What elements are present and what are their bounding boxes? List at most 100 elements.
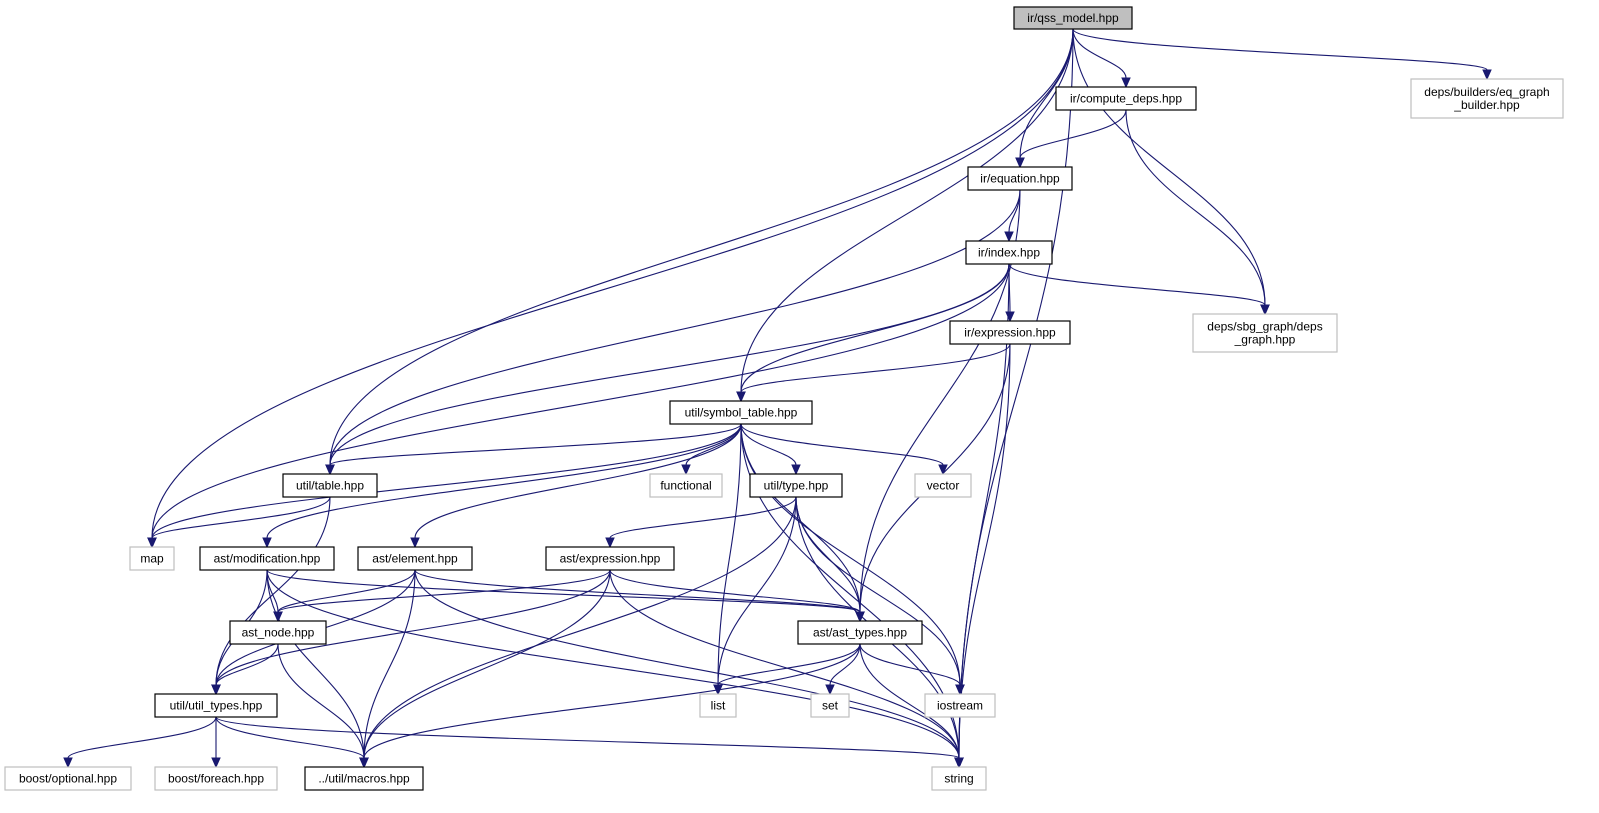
edge-root-to-symbol_table: [736, 28, 1074, 403]
arrow-head: [825, 684, 835, 696]
edge-line: [151, 28, 1074, 539]
node-label: ast/ast_types.hpp: [813, 626, 907, 640]
node-label: functional: [660, 479, 711, 493]
node-box: [154, 766, 278, 791]
node-box: [357, 546, 473, 571]
node-map: map: [129, 546, 175, 571]
edge-symbol_table-to-functional: [681, 423, 742, 476]
edge-line: [1072, 28, 1127, 79]
edge-line: [1008, 263, 1266, 306]
arrow-head: [791, 464, 801, 476]
edge-util_types-to-string: [215, 716, 964, 769]
node-boost-foreach: boost/foreach.hpp: [154, 766, 278, 791]
edge-line: [1019, 109, 1127, 159]
node-compute-deps[interactable]: ir/compute_deps.hpp: [1055, 86, 1197, 111]
node-box: [924, 693, 996, 718]
edge-ast_node-to-macros: [277, 643, 369, 769]
node-deps-graph: deps/sbg_graph/deps_graph.hpp: [1192, 313, 1338, 353]
node-ast-expression[interactable]: ast/expression.hpp: [545, 546, 675, 571]
node-ir-expression[interactable]: ir/expression.hpp: [949, 320, 1071, 345]
edge-util_types-to-macros: [215, 716, 369, 769]
arrow-head: [63, 757, 73, 769]
node-ast-types[interactable]: ast/ast_types.hpp: [797, 620, 923, 645]
edge-line: [363, 569, 416, 759]
arrow-head: [325, 464, 335, 476]
edge-line: [329, 423, 742, 466]
arrow-head: [605, 537, 615, 549]
edge-line: [277, 569, 416, 613]
node-box: [1055, 86, 1197, 111]
arrow-head: [211, 684, 221, 696]
edge-root-to-deps_graph: [1072, 28, 1270, 316]
edge-ast_types-to-set: [825, 643, 861, 696]
edge-line: [609, 569, 960, 759]
edge-line: [151, 496, 331, 539]
arrow-head: [681, 464, 691, 476]
edge-line: [609, 569, 861, 613]
node-label: ../util/macros.hpp: [318, 772, 410, 786]
node-eq-graph-builder: deps/builders/eq_graph_builder.hpp: [1410, 78, 1564, 119]
arrow-head: [1260, 304, 1270, 316]
edge-type-to-ast_expression: [605, 496, 797, 549]
edge-root-to-compute_deps: [1072, 28, 1131, 89]
nodes-layer: ir/qss_model.hpp ir/compute_deps.hpp deps/…: [4, 6, 1564, 791]
node-box: [1013, 6, 1133, 30]
node-table[interactable]: util/table.hpp: [282, 473, 378, 498]
node-macros[interactable]: ../util/macros.hpp: [304, 766, 424, 791]
edge-line: [685, 423, 742, 466]
edge-line: [1072, 28, 1488, 71]
node-label: deps/builders/eq_graph: [1424, 85, 1549, 99]
node-symbol-table[interactable]: util/symbol_table.hpp: [669, 400, 813, 425]
edges-layer: [63, 28, 1492, 769]
edge-line: [363, 643, 861, 759]
arrow-head: [855, 611, 865, 623]
node-type[interactable]: util/type.hpp: [749, 473, 843, 498]
node-equation[interactable]: ir/equation.hpp: [967, 166, 1073, 191]
node-label: ast_node.hpp: [242, 626, 315, 640]
edge-line: [151, 423, 742, 539]
edge-root-to-eq_graph_builder: [1072, 28, 1492, 81]
node-ast-node[interactable]: ast_node.hpp: [229, 620, 327, 645]
edge-line: [414, 569, 960, 759]
edge-symbol_table-to-iostream: [740, 423, 965, 696]
edge-line: [795, 496, 961, 686]
edge-type-to-ast_types: [795, 496, 865, 623]
edge-line: [215, 496, 331, 686]
node-label: ast/modification.hpp: [214, 552, 321, 566]
edge-root-to-string: [954, 28, 1074, 769]
node-label: deps/sbg_graph/deps: [1207, 320, 1322, 334]
node-root[interactable]: ir/qss_model.hpp: [1013, 6, 1133, 30]
node-functional: functional: [649, 473, 723, 498]
edge-element-to-ast_node: [273, 569, 416, 623]
edge-ir_expression-to-symbol_table: [736, 343, 1011, 403]
edge-line: [414, 569, 861, 613]
edge-ast_node-to-util_types: [211, 643, 279, 696]
edge-symbol_table-to-element: [410, 423, 742, 549]
node-util-types[interactable]: util/util_types.hpp: [154, 693, 278, 718]
node-label: _builder.hpp: [1453, 98, 1520, 112]
node-index[interactable]: ir/index.hpp: [965, 240, 1053, 265]
node-label: util/symbol_table.hpp: [685, 406, 798, 420]
edge-symbol_table-to-vector: [740, 423, 948, 476]
arrow-head: [359, 757, 369, 769]
node-label: boost/foreach.hpp: [168, 772, 264, 786]
node-box: [649, 473, 723, 498]
node-box: [199, 546, 335, 571]
edge-type-to-iostream: [795, 496, 965, 696]
node-box: [914, 473, 972, 498]
edge-element-to-ast_types: [414, 569, 865, 623]
node-label: vector: [927, 479, 960, 493]
node-element[interactable]: ast/element.hpp: [357, 546, 473, 571]
edge-type-to-macros: [359, 496, 797, 769]
node-box: [545, 546, 675, 571]
node-box: [931, 766, 987, 791]
edge-line: [958, 263, 1010, 759]
edge-line: [859, 643, 961, 686]
node-modification[interactable]: ast/modification.hpp: [199, 546, 335, 571]
arrow-head: [273, 611, 283, 623]
arrow-head: [1121, 77, 1131, 89]
node-label: string: [944, 772, 973, 786]
edge-line: [740, 423, 861, 613]
node-label: util/util_types.hpp: [170, 699, 263, 713]
